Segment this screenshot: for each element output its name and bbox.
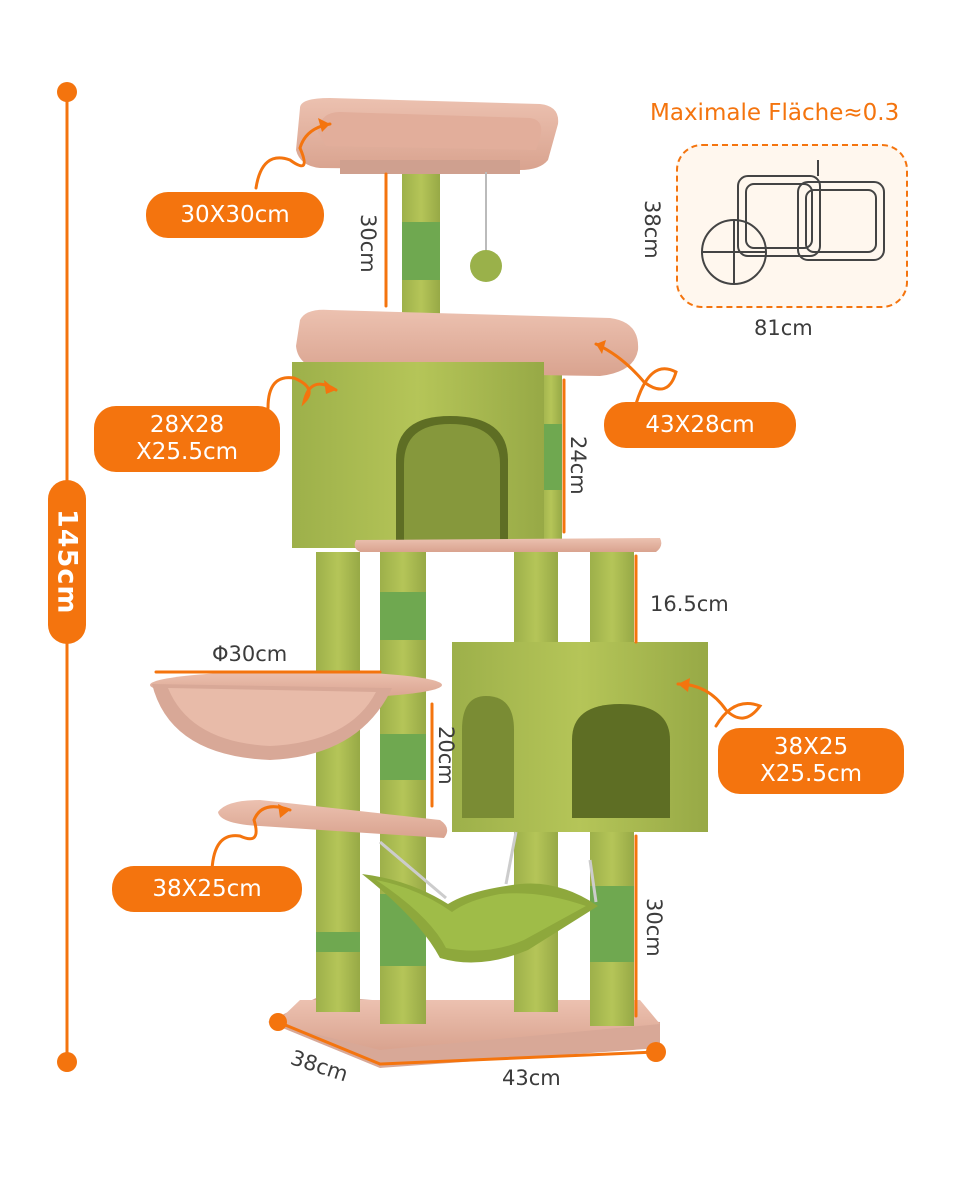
basket-diameter: Φ30cm xyxy=(212,642,288,666)
top-perch xyxy=(296,98,559,282)
footprint-inset xyxy=(676,144,908,308)
footprint-depth: 38cm xyxy=(640,200,664,259)
total-height-badge: 145cm xyxy=(48,480,86,644)
bottom-post-height: 30cm xyxy=(642,898,666,957)
upper-platform xyxy=(296,309,639,376)
upper-condo-height: 24cm xyxy=(566,436,590,495)
mid-gap-height: 16.5cm xyxy=(650,592,729,616)
base-width: 43cm xyxy=(502,1066,561,1090)
lower-condo-label: 38X25 X25.5cm xyxy=(718,728,904,794)
base-platform xyxy=(268,996,660,1068)
lower-shelf xyxy=(218,800,448,838)
lower-platform-label: 38X25cm xyxy=(112,866,302,912)
total-height-label: 145cm xyxy=(51,509,83,615)
top-perch-label: 30X30cm xyxy=(146,192,324,238)
round-basket xyxy=(150,671,442,760)
lower-condo xyxy=(452,642,708,832)
upper-platform-label: 43X28cm xyxy=(604,402,796,448)
footprint-title: Maximale Fläche≈0.3 xyxy=(650,100,900,126)
basket-post-height: 20cm xyxy=(434,726,458,785)
middle-shelf xyxy=(354,538,662,552)
top-post-height: 30cm xyxy=(356,214,380,273)
upper-condo xyxy=(292,362,544,548)
hammock xyxy=(362,831,598,963)
footprint-width: 81cm xyxy=(754,316,813,340)
footprint-diagram xyxy=(701,160,885,285)
upper-condo-label: 28X28 X25.5cm xyxy=(94,406,280,472)
